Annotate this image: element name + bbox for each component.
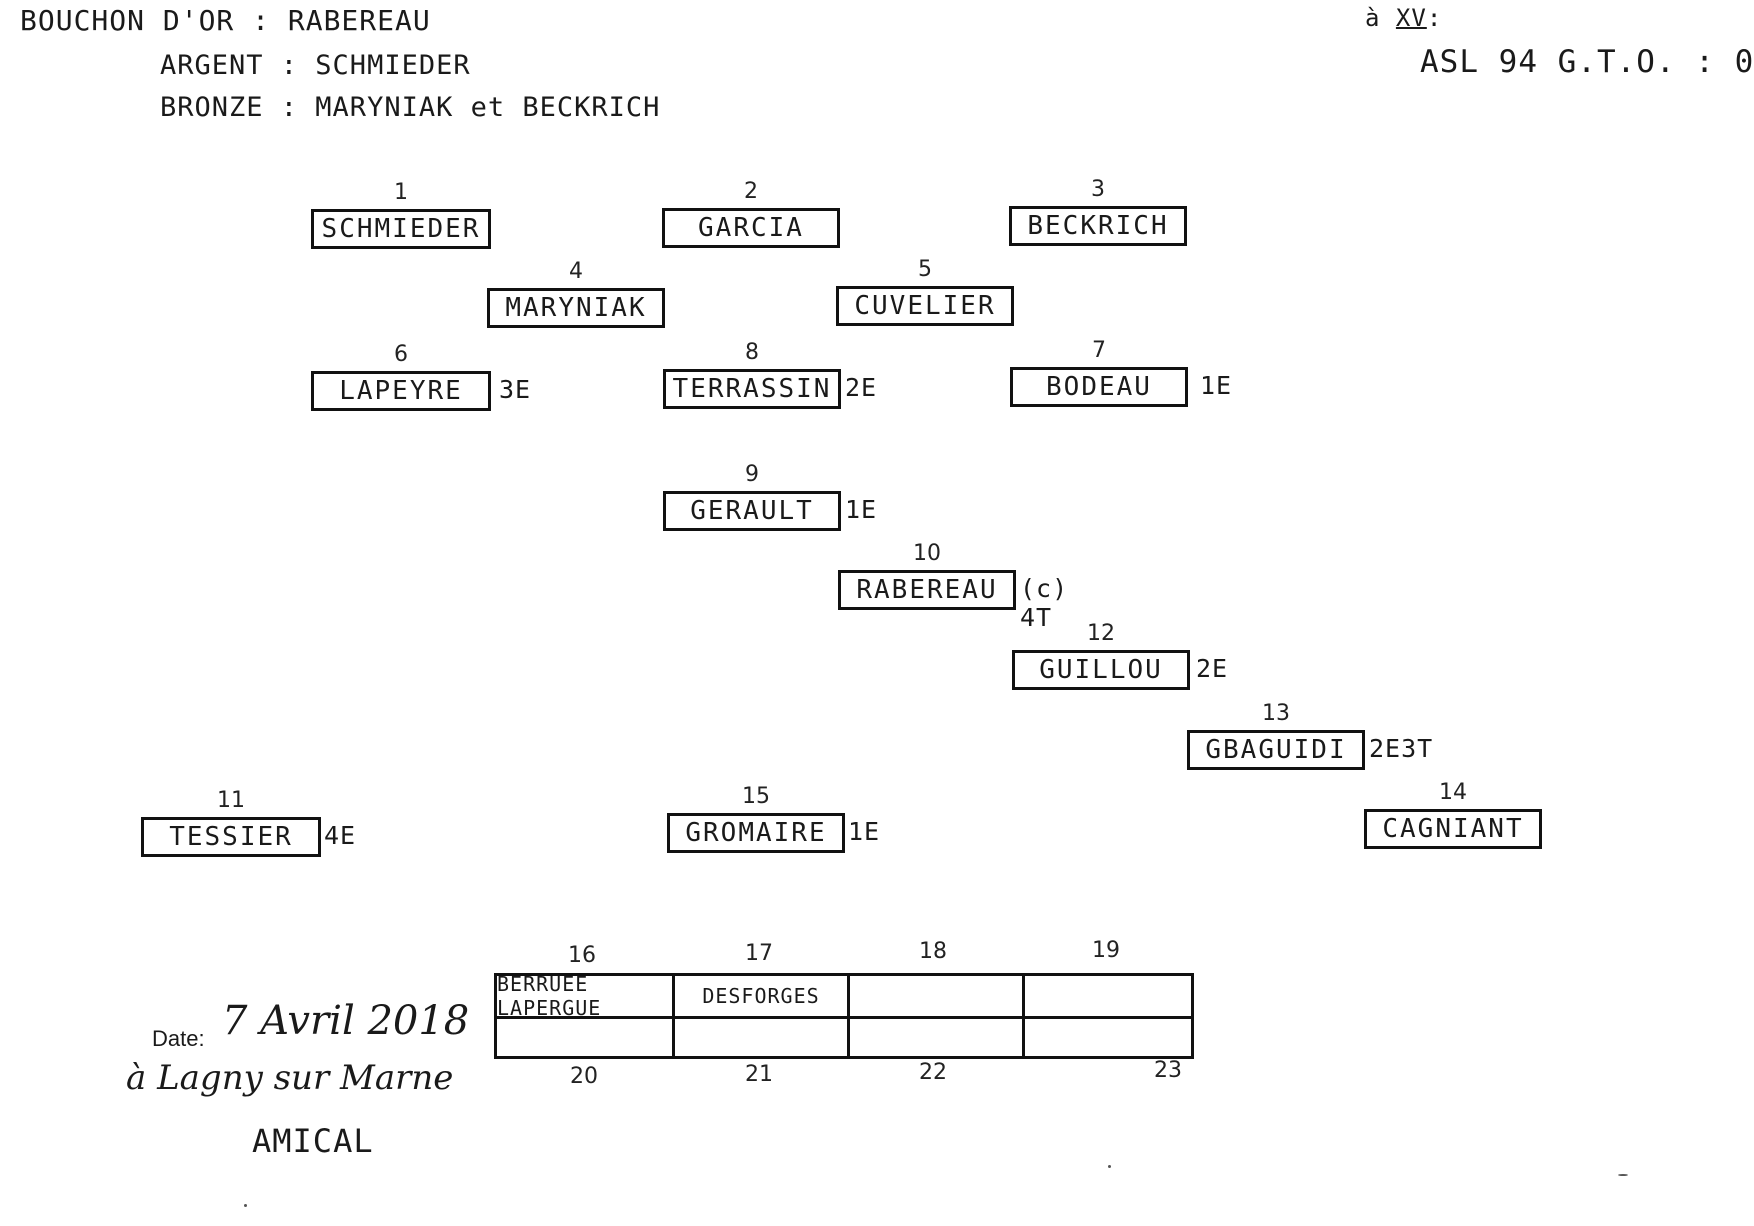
player-name-box: CUVELIER bbox=[836, 286, 1014, 326]
slot-number: 14 bbox=[1439, 780, 1467, 805]
player-name-box: GROMAIRE bbox=[667, 813, 845, 853]
slot-number: 2 bbox=[744, 179, 758, 204]
grid-slot-number: 20 bbox=[570, 1064, 598, 1089]
date-label: Date: bbox=[152, 1026, 205, 1051]
player-name-box: GUILLOU bbox=[1012, 650, 1190, 690]
slot-number: 5 bbox=[918, 257, 932, 282]
slot-number: 10 bbox=[913, 541, 941, 566]
slot-number: 6 bbox=[394, 342, 408, 367]
club-score-line: ASL 94 G.T.O. : 0 bbox=[1420, 44, 1754, 80]
player-note: 2E bbox=[1196, 654, 1229, 683]
player-name: CUVELIER bbox=[854, 291, 996, 321]
player-name: DESFORGES bbox=[702, 984, 820, 1008]
slot-number: 13 bbox=[1262, 701, 1290, 726]
player-name: RABEREAU bbox=[856, 575, 998, 605]
slot-number: 8 bbox=[745, 340, 759, 365]
grid-divider bbox=[497, 1016, 1191, 1019]
grid-cell-19 bbox=[1022, 976, 1197, 1016]
slot-number: 4 bbox=[569, 259, 583, 284]
player-name: TERRASSIN bbox=[672, 374, 832, 404]
silver-medal-line: ARGENT : SCHMIEDER bbox=[160, 50, 471, 81]
reserve-grid: BERRUEE LAPERGUE DESFORGES bbox=[494, 973, 1194, 1059]
player-note: 2E3T bbox=[1369, 734, 1434, 763]
player-name: GUILLOU bbox=[1039, 655, 1163, 685]
player-name: SCHMIEDER bbox=[321, 214, 481, 244]
grid-cell-17: DESFORGES bbox=[672, 976, 847, 1016]
player-note: 1E bbox=[848, 817, 881, 846]
grid-slot-number: 22 bbox=[919, 1060, 947, 1085]
grid-cell-21 bbox=[672, 1016, 847, 1056]
scan-speck bbox=[244, 1204, 247, 1207]
player-name-box: BODEAU bbox=[1010, 367, 1188, 407]
player-name-box: CAGNIANT bbox=[1364, 809, 1542, 849]
player-name-box: GARCIA bbox=[662, 208, 840, 248]
player-note: 2E bbox=[845, 373, 878, 402]
grid-slot-number: 21 bbox=[745, 1062, 773, 1087]
player-name-box: BECKRICH bbox=[1009, 206, 1187, 246]
scan-speck bbox=[1108, 1165, 1111, 1168]
grid-slot-number: 19 bbox=[1092, 938, 1120, 963]
grid-slot-number: 16 bbox=[568, 943, 596, 968]
team-count-note: à XV: bbox=[1365, 4, 1442, 32]
grid-cell-22 bbox=[847, 1016, 1022, 1056]
player-name: CAGNIANT bbox=[1382, 814, 1524, 844]
player-note: (c) 4T bbox=[1020, 574, 1069, 632]
event-location: à Lagny sur Marne bbox=[126, 1058, 454, 1098]
slot-number: 3 bbox=[1091, 177, 1105, 202]
player-name-box: GERAULT bbox=[663, 491, 841, 531]
grid-cell-23 bbox=[1022, 1016, 1197, 1056]
player-name-box: MARYNIAK bbox=[487, 288, 665, 328]
date-value: 7 Avril 2018 bbox=[222, 998, 470, 1044]
grid-slot-number: 23 bbox=[1154, 1058, 1182, 1083]
grid-slot-number: 18 bbox=[919, 939, 947, 964]
slot-number: 9 bbox=[745, 462, 759, 487]
slot-number: 7 bbox=[1092, 338, 1106, 363]
player-name-box: LAPEYRE bbox=[311, 371, 491, 411]
player-name: BERRUEE LAPERGUE bbox=[497, 976, 602, 1016]
grid-slot-number: 17 bbox=[745, 941, 773, 966]
player-name: BODEAU bbox=[1046, 372, 1152, 402]
event-type: AMICAL bbox=[252, 1122, 374, 1160]
player-name: GARCIA bbox=[698, 213, 804, 243]
bronze-medal-line: BRONZE : MARYNIAK et BECKRICH bbox=[160, 92, 661, 123]
slot-number: 12 bbox=[1087, 621, 1115, 646]
player-note: 1E bbox=[1200, 371, 1233, 400]
scan-speck bbox=[1618, 1174, 1628, 1176]
player-name-box: GBAGUIDI bbox=[1187, 730, 1365, 770]
team-count-prefix: à bbox=[1365, 4, 1381, 32]
slot-number: 1 bbox=[394, 180, 408, 205]
gold-medal-line: BOUCHON D'OR : RABEREAU bbox=[20, 4, 431, 37]
player-name-box: SCHMIEDER bbox=[311, 209, 491, 249]
player-name-box: TERRASSIN bbox=[663, 369, 841, 409]
grid-cell-18 bbox=[847, 976, 1022, 1016]
player-note: 3E bbox=[499, 375, 532, 404]
player-name: LAPEYRE bbox=[339, 376, 463, 406]
player-name: BECKRICH bbox=[1027, 211, 1169, 241]
player-note: 1E bbox=[845, 495, 878, 524]
player-name: GROMAIRE bbox=[685, 818, 827, 848]
player-note: 4E bbox=[324, 821, 357, 850]
team-count-number: XV bbox=[1395, 4, 1427, 32]
player-name-box: TESSIER bbox=[141, 817, 321, 857]
slot-number: 15 bbox=[742, 784, 770, 809]
player-name: MARYNIAK bbox=[505, 293, 647, 323]
team-count-suffix: : bbox=[1426, 4, 1443, 32]
grid-cell-16: BERRUEE LAPERGUE bbox=[497, 976, 672, 1016]
slot-number: 11 bbox=[217, 788, 245, 813]
player-name: GERAULT bbox=[690, 496, 814, 526]
player-name: TESSIER bbox=[169, 822, 293, 852]
grid-cell-20 bbox=[497, 1016, 672, 1056]
player-name: GBAGUIDI bbox=[1205, 735, 1347, 765]
player-name-box: RABEREAU bbox=[838, 570, 1016, 610]
